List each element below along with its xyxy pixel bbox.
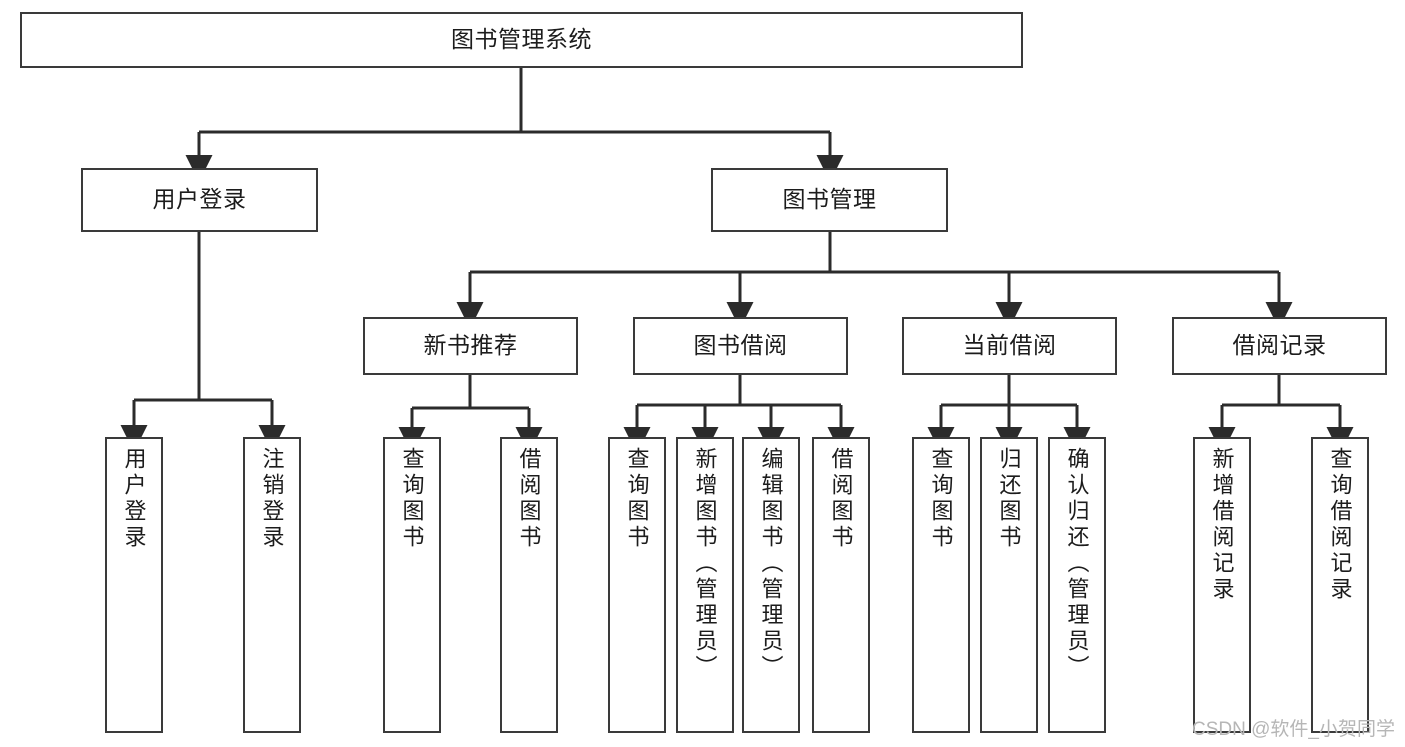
node-label: 借阅图书	[828, 447, 854, 551]
node-label: 编辑图书（管理员）	[758, 447, 784, 681]
node-label: 新书推荐	[423, 332, 518, 359]
node-label: 图书借阅	[693, 332, 788, 359]
node-label: 借阅记录	[1232, 332, 1327, 359]
leaf-current-confirm-return-admin[interactable]: 确认归还（管理员）	[1048, 437, 1106, 733]
node-label: 查询图书	[928, 447, 954, 551]
leaf-record-add-record[interactable]: 新增借阅记录	[1193, 437, 1251, 733]
leaf-borrow-query-book[interactable]: 查询图书	[608, 437, 666, 733]
node-user-login[interactable]: 用户登录	[81, 168, 318, 232]
node-label: 图书管理	[782, 186, 877, 213]
leaf-user-login-logout[interactable]: 注销登录	[243, 437, 301, 733]
leaf-current-query-book[interactable]: 查询图书	[912, 437, 970, 733]
leaf-user-login-login[interactable]: 用户登录	[105, 437, 163, 733]
node-label: 查询图书	[399, 447, 425, 551]
node-label: 用户登录	[152, 186, 247, 213]
node-label: 新增借阅记录	[1209, 447, 1235, 603]
node-label: 用户登录	[121, 447, 147, 551]
leaf-borrow-add-book-admin[interactable]: 新增图书（管理员）	[676, 437, 734, 733]
leaf-new-book-borrow[interactable]: 借阅图书	[500, 437, 558, 733]
node-book-borrow[interactable]: 图书借阅	[633, 317, 848, 375]
node-label: 确认归还（管理员）	[1064, 447, 1090, 681]
node-label: 查询借阅记录	[1327, 447, 1353, 603]
leaf-borrow-borrow-book[interactable]: 借阅图书	[812, 437, 870, 733]
node-label: 借阅图书	[516, 447, 542, 551]
leaf-current-return-book[interactable]: 归还图书	[980, 437, 1038, 733]
node-borrow-record[interactable]: 借阅记录	[1172, 317, 1387, 375]
node-label: 查询图书	[624, 447, 650, 551]
node-current-borrow[interactable]: 当前借阅	[902, 317, 1117, 375]
node-root-system[interactable]: 图书管理系统	[20, 12, 1023, 68]
node-label: 图书管理系统	[451, 26, 592, 53]
node-new-book-recommend[interactable]: 新书推荐	[363, 317, 578, 375]
node-label: 归还图书	[996, 447, 1022, 551]
leaf-record-query-record[interactable]: 查询借阅记录	[1311, 437, 1369, 733]
leaf-borrow-edit-book-admin[interactable]: 编辑图书（管理员）	[742, 437, 800, 733]
node-label: 当前借阅	[962, 332, 1057, 359]
leaf-new-book-query[interactable]: 查询图书	[383, 437, 441, 733]
node-label: 注销登录	[259, 447, 285, 551]
node-book-management[interactable]: 图书管理	[711, 168, 948, 232]
node-label: 新增图书（管理员）	[692, 447, 718, 681]
